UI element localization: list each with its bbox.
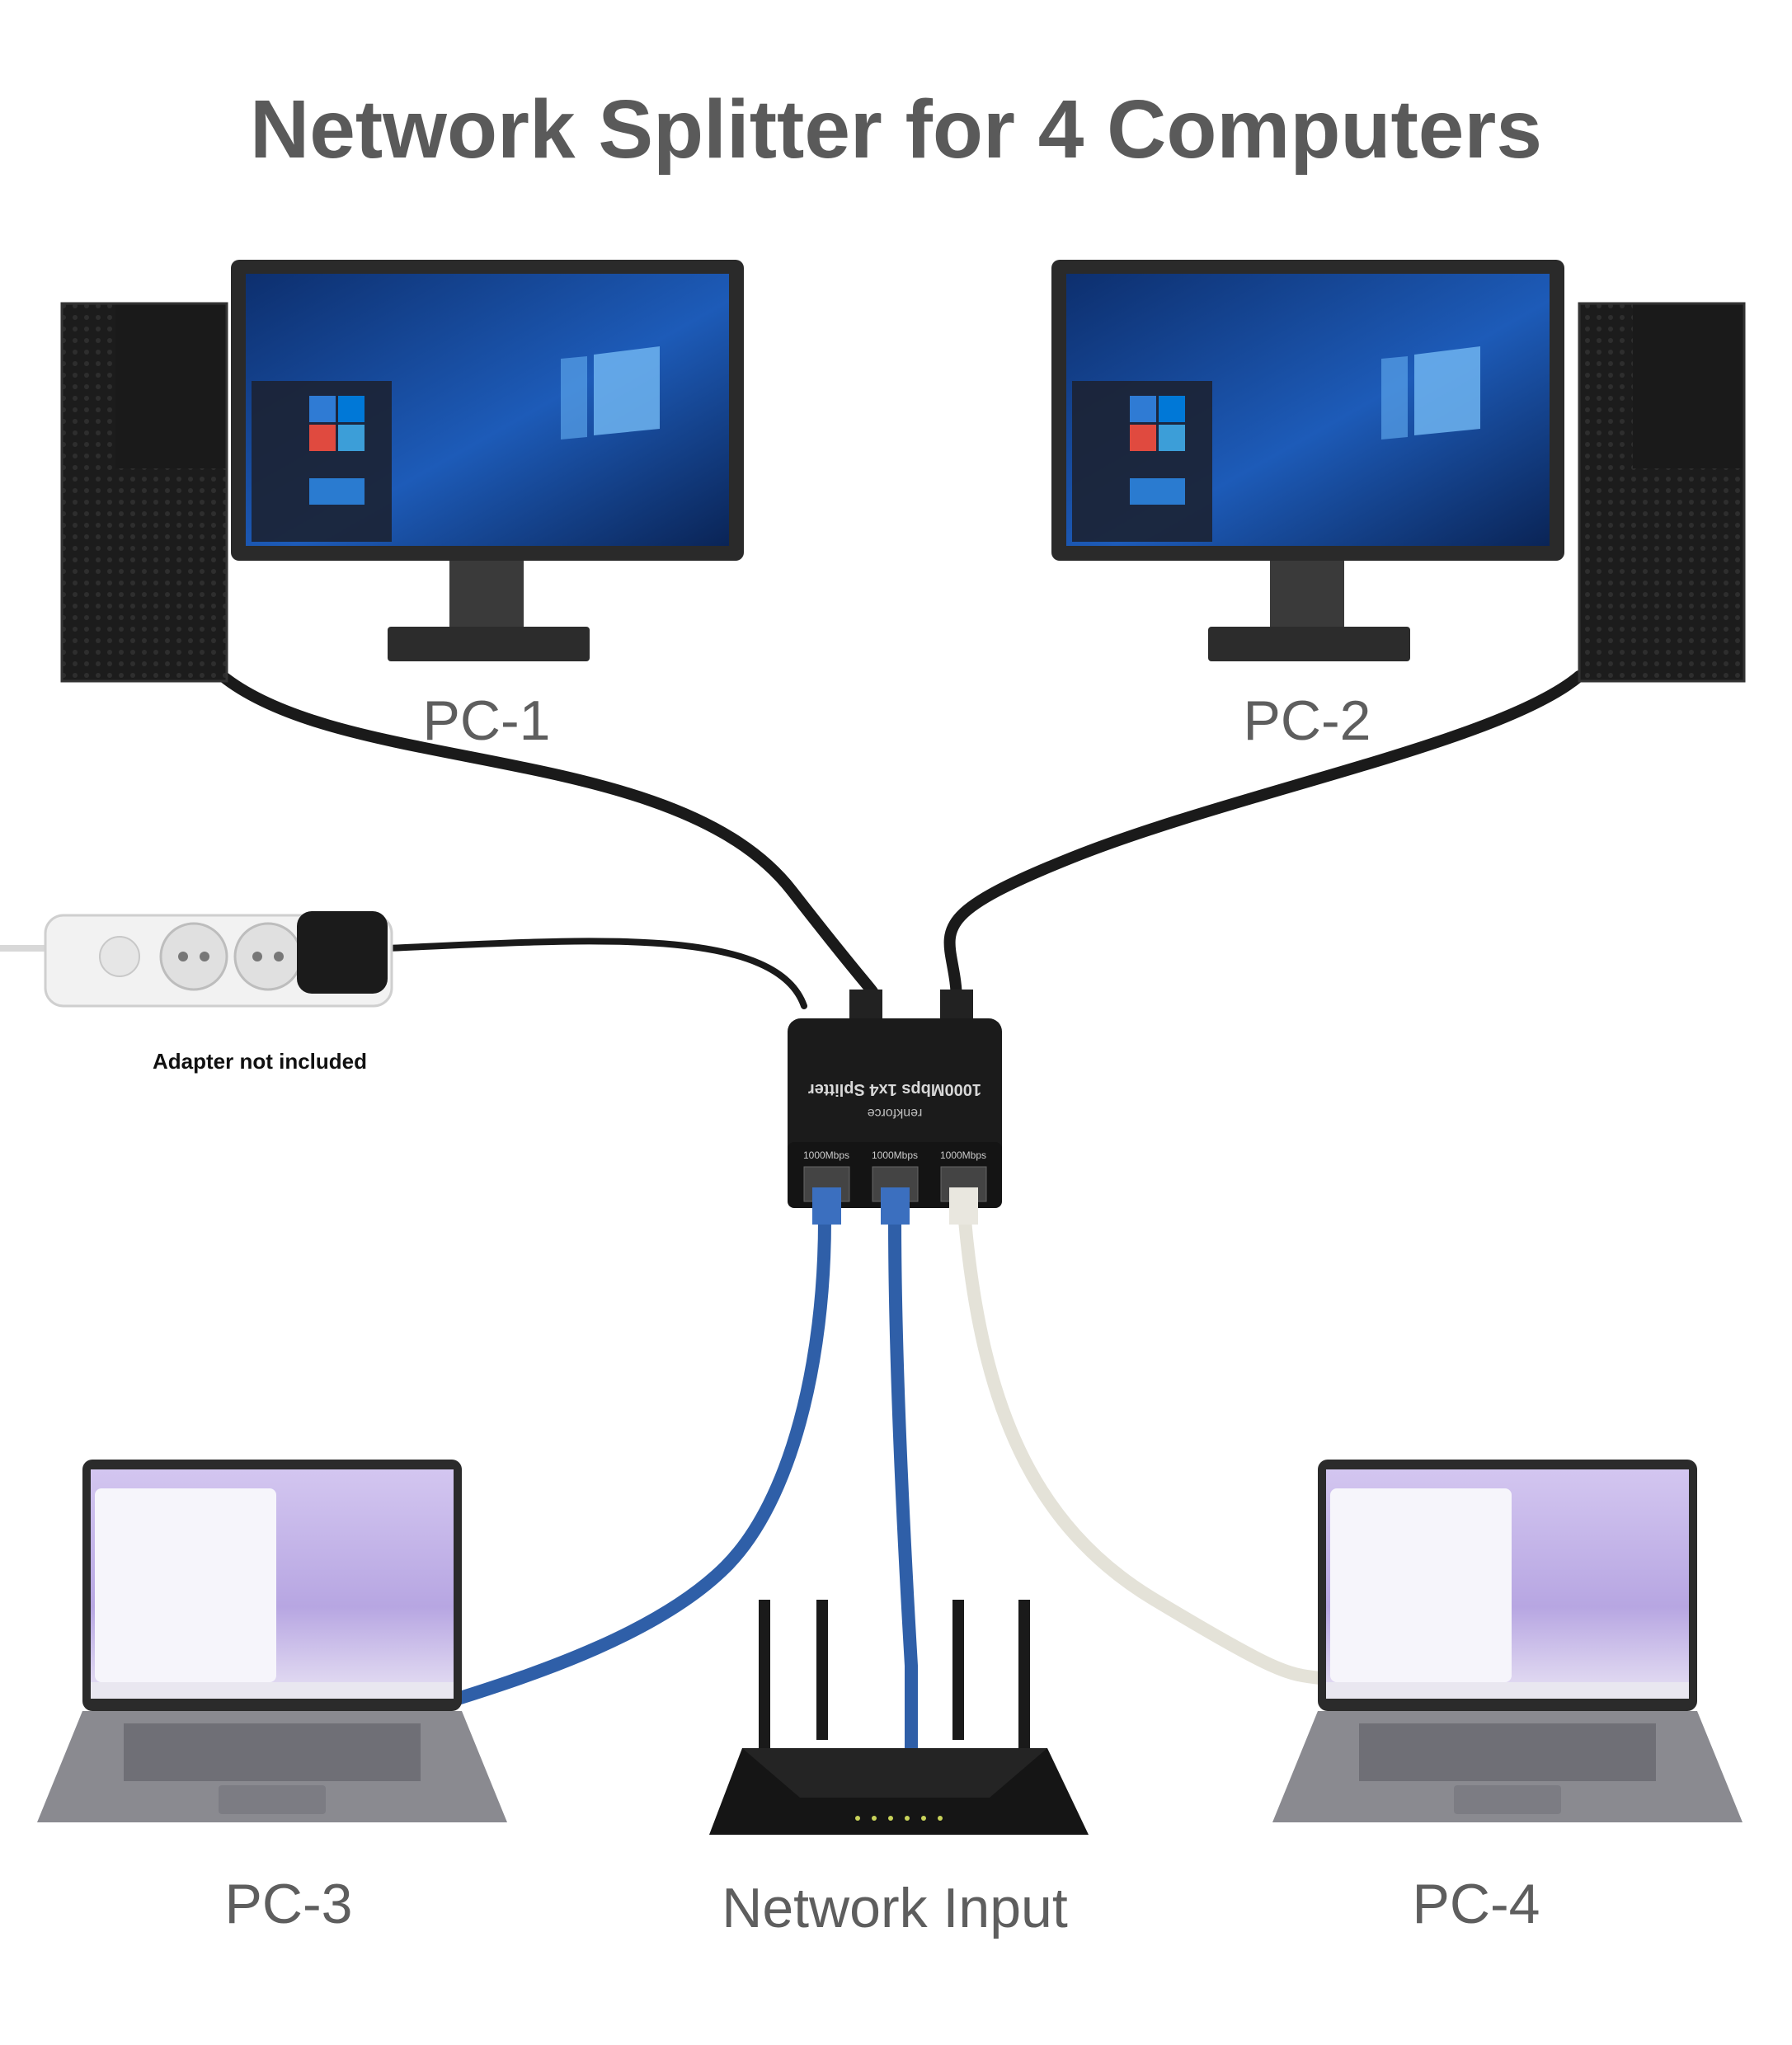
adapter-note: Adapter not included xyxy=(153,1049,367,1074)
pc1-desktop xyxy=(60,260,744,683)
power-strip-socket-1 xyxy=(159,922,228,991)
power-strip-socket-2 xyxy=(233,922,303,991)
power-strip-switch xyxy=(99,936,140,977)
router-antenna-1 xyxy=(759,1600,770,1748)
splitter-brand-text: renkforce xyxy=(868,1106,923,1120)
router-antenna-3 xyxy=(952,1600,964,1740)
router-antenna-4 xyxy=(1018,1600,1030,1748)
power-strip xyxy=(44,911,393,1008)
router xyxy=(709,1600,1089,1835)
splitter-port-label-2: 1000Mbps xyxy=(872,1149,918,1161)
splitter-port-label-3: 1000Mbps xyxy=(940,1149,986,1161)
pc1-monitor-neck xyxy=(449,561,524,631)
pc4-laptop xyxy=(1272,1460,1743,1822)
cable-pc4 xyxy=(958,1214,1326,1685)
label-pc4: PC-4 xyxy=(1412,1873,1540,1935)
cable-pc2 xyxy=(943,670,1585,1008)
router-leds xyxy=(855,1816,943,1821)
pc1-monitor-base xyxy=(388,627,590,661)
network-splitter: 1000Mbps 1x4 Splitter renkforce 1000Mbps… xyxy=(788,990,1002,1225)
pc2-monitor-base xyxy=(1208,627,1410,661)
label-pc1: PC-1 xyxy=(422,689,551,752)
label-pc3: PC-3 xyxy=(224,1873,353,1935)
cable-pc3 xyxy=(451,1214,831,1705)
splitter-model-text: 1000Mbps 1x4 Splitter xyxy=(808,1080,981,1098)
label-network-input: Network Input xyxy=(722,1877,1068,1939)
router-antenna-2 xyxy=(816,1600,828,1740)
pc3-laptop xyxy=(37,1460,507,1822)
pc2-desktop xyxy=(1051,260,1746,683)
splitter-port-labels: 1000Mbps 1000Mbps 1000Mbps xyxy=(803,1149,986,1161)
label-pc2: PC-2 xyxy=(1243,689,1371,752)
splitter-port-label-1: 1000Mbps xyxy=(803,1149,849,1161)
power-adapter xyxy=(297,911,388,994)
page-title: Network Splitter for 4 Computers xyxy=(250,83,1542,176)
cable-network-input xyxy=(888,1214,918,1779)
cable-power xyxy=(384,938,807,1009)
pc2-monitor-neck xyxy=(1270,561,1344,631)
